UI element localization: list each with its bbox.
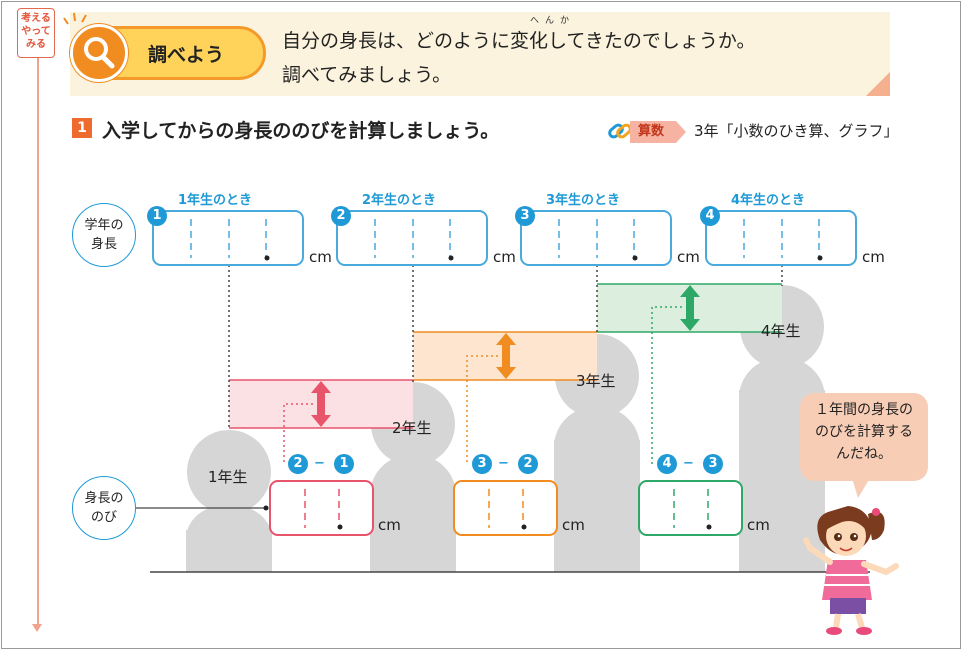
arrow-pink-icon — [311, 381, 331, 427]
arrow-orange-icon — [496, 333, 516, 379]
diff-1-b: 1 — [334, 454, 354, 474]
diff-2-b: 2 — [518, 454, 538, 474]
badge-label: 調べよう — [148, 44, 225, 66]
height-input-grade-4[interactable] — [706, 211, 856, 265]
figure-label-grade-3: 3年生 — [576, 372, 616, 390]
side-tag-line: 考える — [21, 13, 51, 24]
height-input-grade-1[interactable] — [153, 211, 303, 265]
grade-4-label: 4年生のとき — [731, 193, 806, 208]
arrow-green-icon — [680, 285, 700, 331]
diff-2-a: 3 — [472, 454, 492, 474]
grade-2-label: 2年生のとき — [362, 193, 437, 208]
unit-label: cm — [378, 516, 401, 534]
diff-3-a: 4 — [657, 454, 677, 474]
growth-input-1[interactable] — [270, 481, 373, 535]
minus-sign: − — [314, 456, 325, 471]
unit-label: cm — [493, 248, 516, 266]
intro-line-2: 調べてみましょう。 — [282, 64, 452, 86]
unit-label: cm — [677, 248, 700, 266]
side-tag-line: やって — [21, 26, 51, 37]
grade-1-label: 1年生のとき — [178, 193, 253, 208]
diff-1-a: 2 — [288, 454, 308, 474]
growth-input-3[interactable] — [639, 481, 742, 535]
unit-label: cm — [747, 516, 770, 534]
unit-label: cm — [862, 248, 885, 266]
minus-sign: − — [498, 456, 509, 471]
silhouette-grade-3 — [554, 334, 640, 572]
down-arrow-icon — [32, 624, 42, 632]
height-input-grade-3[interactable] — [521, 211, 671, 265]
growth-input-2[interactable] — [454, 481, 557, 535]
intro-line-1: 自分の身長は、どのように変化してきたのでしょうか。 — [282, 30, 756, 52]
grade-3-label: 3年生のとき — [546, 193, 621, 208]
growth-box-green — [638, 480, 743, 536]
question-text: 入学してからの身長ののびを計算しましょう。 — [102, 120, 500, 142]
diff-3-b: 3 — [703, 454, 723, 474]
unit-label: cm — [309, 248, 332, 266]
question-number: 1 — [72, 118, 92, 138]
link-reference: 3年「小数のひき算、グラフ」 — [694, 122, 899, 140]
grade-1-number: 1 — [147, 206, 167, 226]
silhouette-grade-1 — [186, 430, 272, 572]
figure-label-grade-4: 4年生 — [761, 322, 801, 340]
row-label-height: 学年の身長 — [72, 203, 136, 267]
growth-box-orange — [453, 480, 558, 536]
magnifier-icon — [84, 37, 115, 69]
magnifier-badge — [70, 24, 128, 82]
height-input-grade-2[interactable] — [337, 211, 487, 265]
grade-3-number: 3 — [515, 206, 535, 226]
row-label-growth: 身長ののび — [72, 476, 136, 540]
link-icon — [608, 123, 632, 139]
sparkle-icon — [63, 12, 87, 25]
figure-label-grade-1: 1年生 — [208, 468, 248, 486]
figure-label-grade-2: 2年生 — [392, 419, 432, 437]
unit-label: cm — [562, 516, 585, 534]
girl-character-icon — [803, 506, 899, 635]
page-corner-fold — [866, 72, 890, 96]
math-link-chip: 算数 — [630, 121, 686, 143]
side-progress-line — [37, 58, 39, 628]
side-tag-line: みる — [26, 39, 46, 50]
grade-2-number: 2 — [331, 206, 351, 226]
think-do-tag: 考える やって みる — [17, 8, 55, 58]
growth-box-pink — [269, 480, 374, 536]
speech-bubble: １年間の身長の のびを計算する んだね。 — [800, 393, 928, 481]
minus-sign: − — [683, 456, 694, 471]
grade-4-number: 4 — [700, 206, 720, 226]
ruby-text: へんか — [530, 16, 576, 26]
